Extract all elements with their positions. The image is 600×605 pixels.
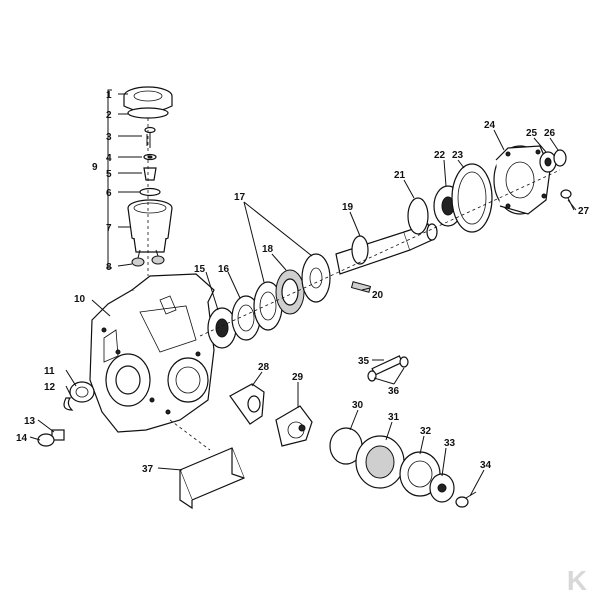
callout-3: 3 xyxy=(106,132,112,143)
guard-axis-line xyxy=(169,419,211,451)
callout-36: 36 xyxy=(388,386,400,397)
callout-8: 8 xyxy=(106,262,112,273)
housing-flange xyxy=(493,145,551,215)
shaft-axis-line xyxy=(199,169,561,337)
group-bracket xyxy=(107,89,112,269)
bearing-assembly xyxy=(407,163,493,235)
pump-body xyxy=(89,273,215,433)
callout-21: 21 xyxy=(394,170,406,181)
callout-31: 31 xyxy=(388,412,400,423)
callout-34: 34 xyxy=(480,460,492,471)
callout-30: 30 xyxy=(352,400,364,411)
brand-logo-icon: K xyxy=(560,565,594,596)
callout-29: 29 xyxy=(292,372,304,383)
callout-28: 28 xyxy=(258,362,270,373)
callout-27: 27 xyxy=(578,206,590,217)
callout-1: 1 xyxy=(106,90,112,101)
guard-37 xyxy=(179,447,245,510)
callout-7: 7 xyxy=(106,223,112,234)
drain-plug xyxy=(37,429,65,447)
callout-20: 20 xyxy=(372,290,384,301)
callout-37: 37 xyxy=(142,464,154,475)
callout-23: 23 xyxy=(452,150,464,161)
bolt-27 xyxy=(560,189,575,211)
callout-15: 15 xyxy=(194,264,206,275)
diaphragm-group xyxy=(329,427,455,503)
callout-14: 14 xyxy=(16,433,28,444)
callout-19: 19 xyxy=(342,202,354,213)
callout-24: 24 xyxy=(484,120,496,131)
callout-18: 18 xyxy=(262,244,274,255)
callout-32: 32 xyxy=(420,426,432,437)
bracket-28 xyxy=(229,383,265,425)
callout-9: 9 xyxy=(92,162,98,173)
cap-assembly xyxy=(123,86,173,267)
callout-10: 10 xyxy=(74,294,86,305)
leader-lines xyxy=(29,93,577,497)
seal-parts-25-26 xyxy=(539,149,567,173)
callout-13: 13 xyxy=(24,416,36,427)
callout-25: 25 xyxy=(526,128,538,139)
callout-26: 26 xyxy=(544,128,556,139)
callout-11: 11 xyxy=(44,366,55,377)
callout-33: 33 xyxy=(444,438,456,449)
callout-35: 35 xyxy=(358,356,370,367)
callout-5: 5 xyxy=(106,169,112,180)
brand-logo-text: K xyxy=(567,565,587,596)
callout-12: 12 xyxy=(44,382,56,393)
callout-22: 22 xyxy=(434,150,446,161)
pin-35-36 xyxy=(367,355,409,382)
callout-17: 17 xyxy=(234,192,246,203)
callout-4: 4 xyxy=(106,153,112,164)
cam-29 xyxy=(275,405,313,447)
shaft-assembly xyxy=(207,223,438,349)
callout-16: 16 xyxy=(218,264,230,275)
callout-6: 6 xyxy=(106,188,112,199)
callout-labels: 1 2 3 4 5 6 7 8 9 10 11 12 13 14 15 16 1… xyxy=(16,90,590,475)
ring-parts-11-12 xyxy=(63,381,95,411)
callout-2: 2 xyxy=(106,110,112,121)
bolt-34 xyxy=(455,491,477,508)
